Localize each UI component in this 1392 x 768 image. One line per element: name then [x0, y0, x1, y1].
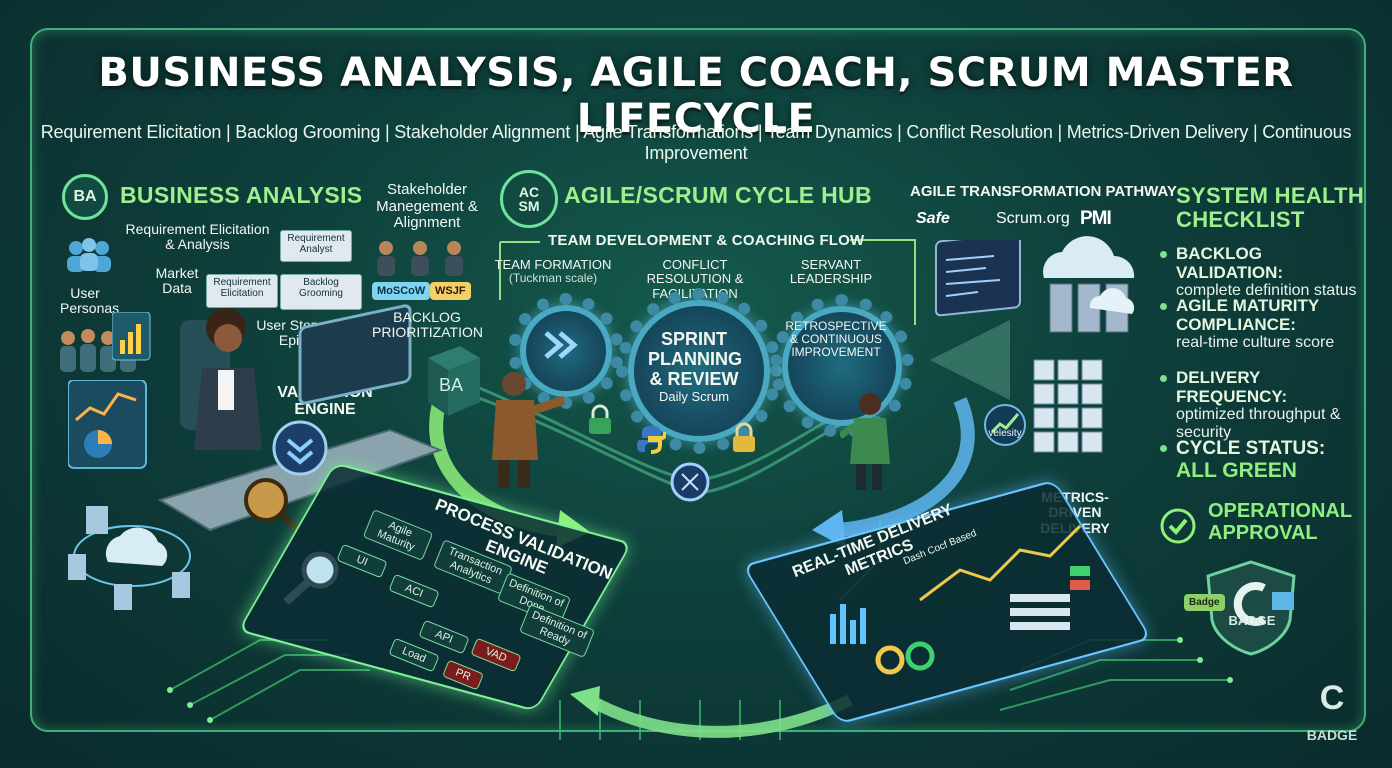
sprint-planning-label: SPRINT PLANNING & REVIEW — [648, 329, 742, 389]
checklist-head: DELIVERY FREQUENCY: — [1176, 368, 1288, 407]
checklist-item-maturity: AGILE MATURITY COMPLIANCE: real-time cul… — [1160, 296, 1370, 352]
python-icon — [637, 426, 666, 454]
stakeholder-label: Stakeholder Manegement & Alignment — [376, 181, 478, 231]
chevron-icon — [544, 331, 578, 359]
checklist-body: optimized throughput & security — [1176, 406, 1341, 441]
wsjf-tag: WSJF — [430, 282, 471, 300]
velocity-gauge-icon — [984, 404, 1026, 446]
shield-tag: Badge — [1184, 594, 1225, 611]
ba-cube-icon — [428, 346, 480, 416]
bullet-icon — [1160, 445, 1167, 452]
safe-logo: Safe — [916, 210, 950, 227]
servant-leadership-label: SERVANT LEADERSHIP — [789, 257, 873, 287]
backlog-prioritization-label: BACKLOG PRIORITIZATION — [372, 309, 483, 341]
bullet-icon — [1160, 303, 1167, 310]
coaching-flow-label: TEAM DEVELOPMENT & COACHING FLOW — [548, 232, 865, 249]
chart-card-icon — [112, 312, 151, 361]
ba-section-title: BUSINESS ANALYSIS — [120, 182, 363, 208]
checklist-title: SYSTEM HEALTH CHECKLIST — [1176, 183, 1365, 232]
coach-figure — [492, 372, 566, 488]
cycle-status-value: ALL GREEN — [1176, 459, 1297, 483]
shield-badge-icon — [1206, 560, 1296, 656]
page-title: BUSINESS ANALYSIS, AGILE COACH, SCRUM MA… — [98, 50, 1294, 142]
pathway-title: AGILE TRANSFORMATION PATHWAY — [910, 183, 1177, 200]
magnifier-icon — [283, 551, 339, 605]
cloud-network-icon — [68, 506, 191, 610]
checklist-body: complete definition status — [1176, 282, 1357, 300]
requirement-label: Requirement Elicitation & Analysis — [125, 221, 270, 253]
checklist-item-frequency: DELIVERY FREQUENCY: optimized throughput… — [1160, 368, 1370, 442]
analyst-workstation-illustration — [157, 304, 443, 535]
acsm-badge-bottom: SM — [518, 198, 540, 214]
bullet-icon — [1160, 251, 1167, 258]
data-center-icon — [1033, 359, 1103, 453]
checklist-item-cycle: CYCLE STATUS: ALL GREEN — [1160, 438, 1370, 482]
checklist-head: AGILE MATURITY COMPLIANCE: — [1176, 296, 1319, 335]
scrum-org-logo: Scrum.org — [996, 210, 1070, 227]
core-node-icon — [670, 462, 710, 502]
velocity-label: velesity — [988, 428, 1022, 439]
ba-cube-label: BA — [438, 375, 463, 395]
retrospective-label: RETROSPECTIVE & CONTINUOUS IMPROVEMENT — [785, 319, 887, 360]
metrics-chart-graphic — [830, 524, 1090, 675]
requirement-analyst-card: Requirement Analyst — [280, 230, 352, 262]
stakeholder-people-icon — [377, 241, 463, 276]
acsm-badge: AC SM — [500, 170, 558, 228]
backlog-grooming-card: Backlog Grooming — [280, 274, 362, 310]
team-formation-title: TEAM FORMATION — [494, 257, 612, 272]
scrum-master-figure — [840, 393, 890, 490]
team-formation-sub: (Tuckman scale) — [508, 271, 598, 286]
acsm-badge-top: AC — [518, 184, 540, 200]
code-screen-icon — [935, 240, 1021, 317]
checklist-head: BACKLOG VALIDATION: — [1176, 244, 1284, 283]
corner-badge-label: BADGE — [1306, 727, 1358, 743]
team-formation-label: TEAM FORMATION (Tuckman scale) — [488, 257, 618, 286]
lock-icon — [589, 404, 611, 434]
checkmark-icon — [1160, 508, 1196, 544]
bullet-icon — [1160, 375, 1167, 382]
daily-scrum-label: Daily Scrum — [658, 389, 730, 404]
shield-label: BADGE — [1228, 613, 1276, 628]
moscow-tag: MoSCoW — [372, 282, 431, 300]
padlock-icon — [733, 422, 755, 452]
checklist-head: CYCLE STATUS: — [1176, 438, 1326, 459]
corner-badge-letter: C — [1319, 679, 1345, 717]
analytics-screen-icon — [68, 380, 147, 469]
cloud-server-icon — [1043, 236, 1135, 333]
market-data-label: Market Data — [155, 265, 199, 297]
page-subtitle: Requirement Elicitation | Backlog Groomi… — [40, 122, 1352, 163]
pmi-logo: PMI — [1080, 208, 1112, 229]
ba-badge: BA — [62, 174, 108, 220]
user-personas-icon — [67, 238, 111, 272]
checklist-body: real-time culture score — [1176, 334, 1335, 352]
hub-title: AGILE/SCRUM CYCLE HUB — [564, 182, 872, 208]
checklist-item-backlog: BACKLOG VALIDATION: complete definition … — [1160, 244, 1370, 300]
user-personas-label: User Personas — [60, 285, 120, 317]
requirement-elicitation-card: Requirement Elicitation — [206, 274, 278, 308]
operational-approval-label: OPERATIONAL APPROVAL — [1208, 500, 1352, 544]
